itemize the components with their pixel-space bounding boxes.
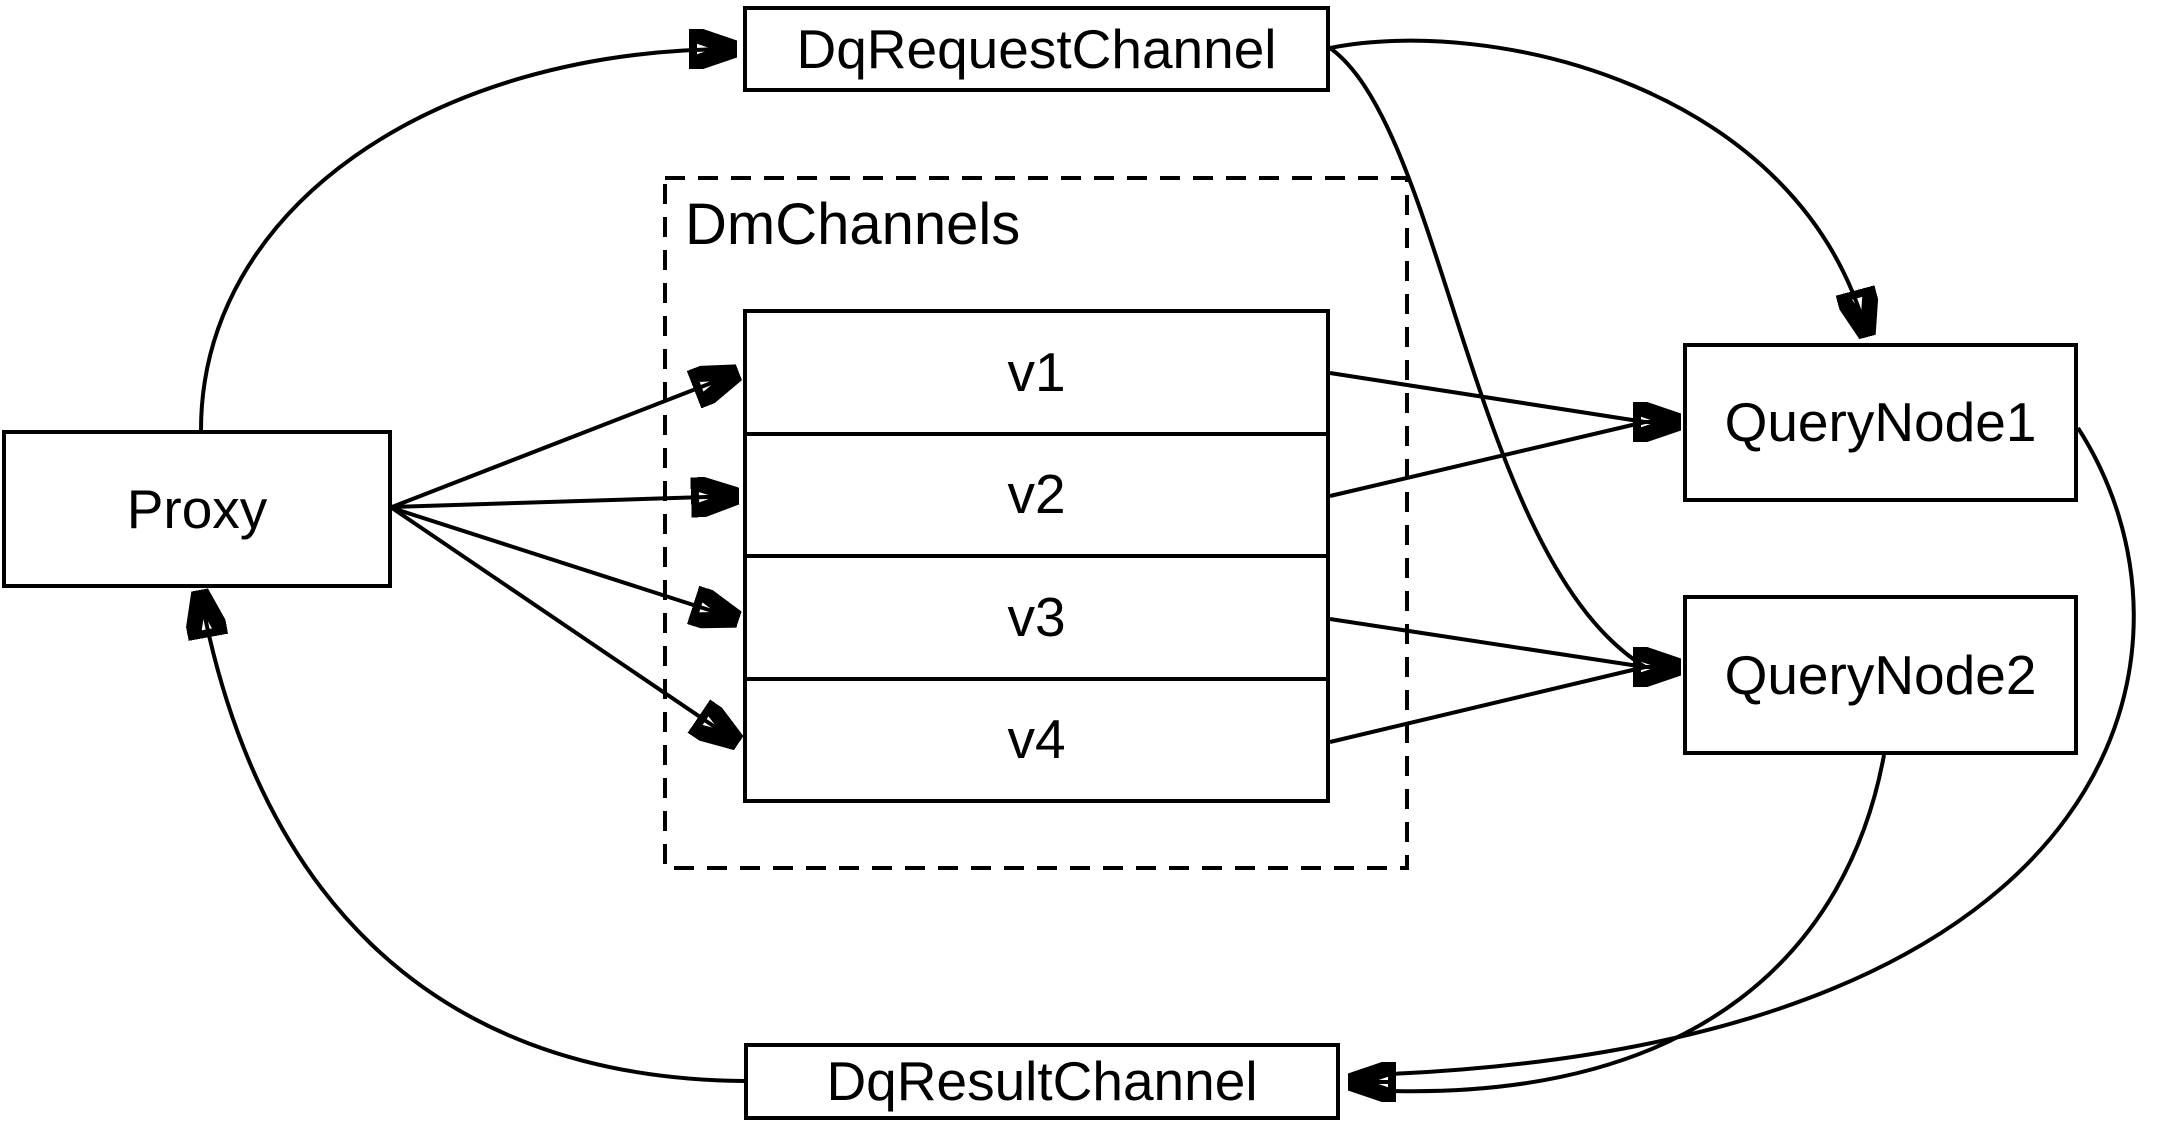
edge-querynode2-to-dqresultchannel bbox=[1391, 754, 1886, 1094]
edge-dqrequestchannel-to-querynode2 bbox=[1328, 46, 1647, 669]
node-proxy: Proxy bbox=[2, 430, 392, 588]
edge-proxy-to-v1 bbox=[391, 373, 737, 509]
edge-v4-to-querynode2 bbox=[1329, 665, 1646, 744]
dm-channels-stack: v1 v2 v3 v4 bbox=[743, 309, 1330, 803]
channel-v4-label: v4 bbox=[1007, 708, 1066, 771]
channel-row-v3: v3 bbox=[747, 554, 1326, 677]
node-query-node1: QueryNode1 bbox=[1683, 343, 2078, 502]
channel-v1-label: v1 bbox=[1007, 340, 1066, 403]
channel-row-v4: v4 bbox=[747, 676, 1326, 800]
node-dq-result-channel-label: DqResultChannel bbox=[826, 1050, 1258, 1112]
node-dq-request-channel: DqRequestChannel bbox=[743, 6, 1330, 92]
edge-v3-to-querynode2 bbox=[1329, 617, 1646, 669]
edge-v2-to-querynode1 bbox=[1329, 420, 1646, 498]
node-proxy-label: Proxy bbox=[126, 477, 268, 540]
edge-proxy-to-v3 bbox=[391, 506, 737, 619]
node-query-node1-label: QueryNode1 bbox=[1724, 391, 2037, 453]
node-dq-request-channel-label: DqRequestChannel bbox=[796, 17, 1277, 80]
channel-v3-label: v3 bbox=[1007, 585, 1066, 648]
edge-dqrequestchannel-to-querynode1 bbox=[1329, 38, 1867, 335]
edge-v1-to-querynode1 bbox=[1329, 371, 1646, 424]
node-query-node2: QueryNode2 bbox=[1683, 595, 2078, 755]
dm-channels-group-border bbox=[663, 176, 1409, 870]
edge-proxy-to-dqrequestchannel bbox=[199, 49, 735, 431]
edge-proxy-to-v2 bbox=[391, 496, 737, 507]
channel-row-v2: v2 bbox=[747, 431, 1326, 555]
dm-channels-group-label: DmChannels bbox=[685, 192, 1021, 257]
node-query-node2-label: QueryNode2 bbox=[1724, 643, 2037, 706]
edge-proxy-to-v4 bbox=[390, 506, 737, 742]
edge-dqresultchannel-to-proxy bbox=[200, 592, 745, 1083]
channel-row-v1: v1 bbox=[747, 313, 1326, 432]
node-dq-result-channel: DqResultChannel bbox=[744, 1043, 1340, 1120]
channel-v2-label: v2 bbox=[1007, 463, 1066, 526]
